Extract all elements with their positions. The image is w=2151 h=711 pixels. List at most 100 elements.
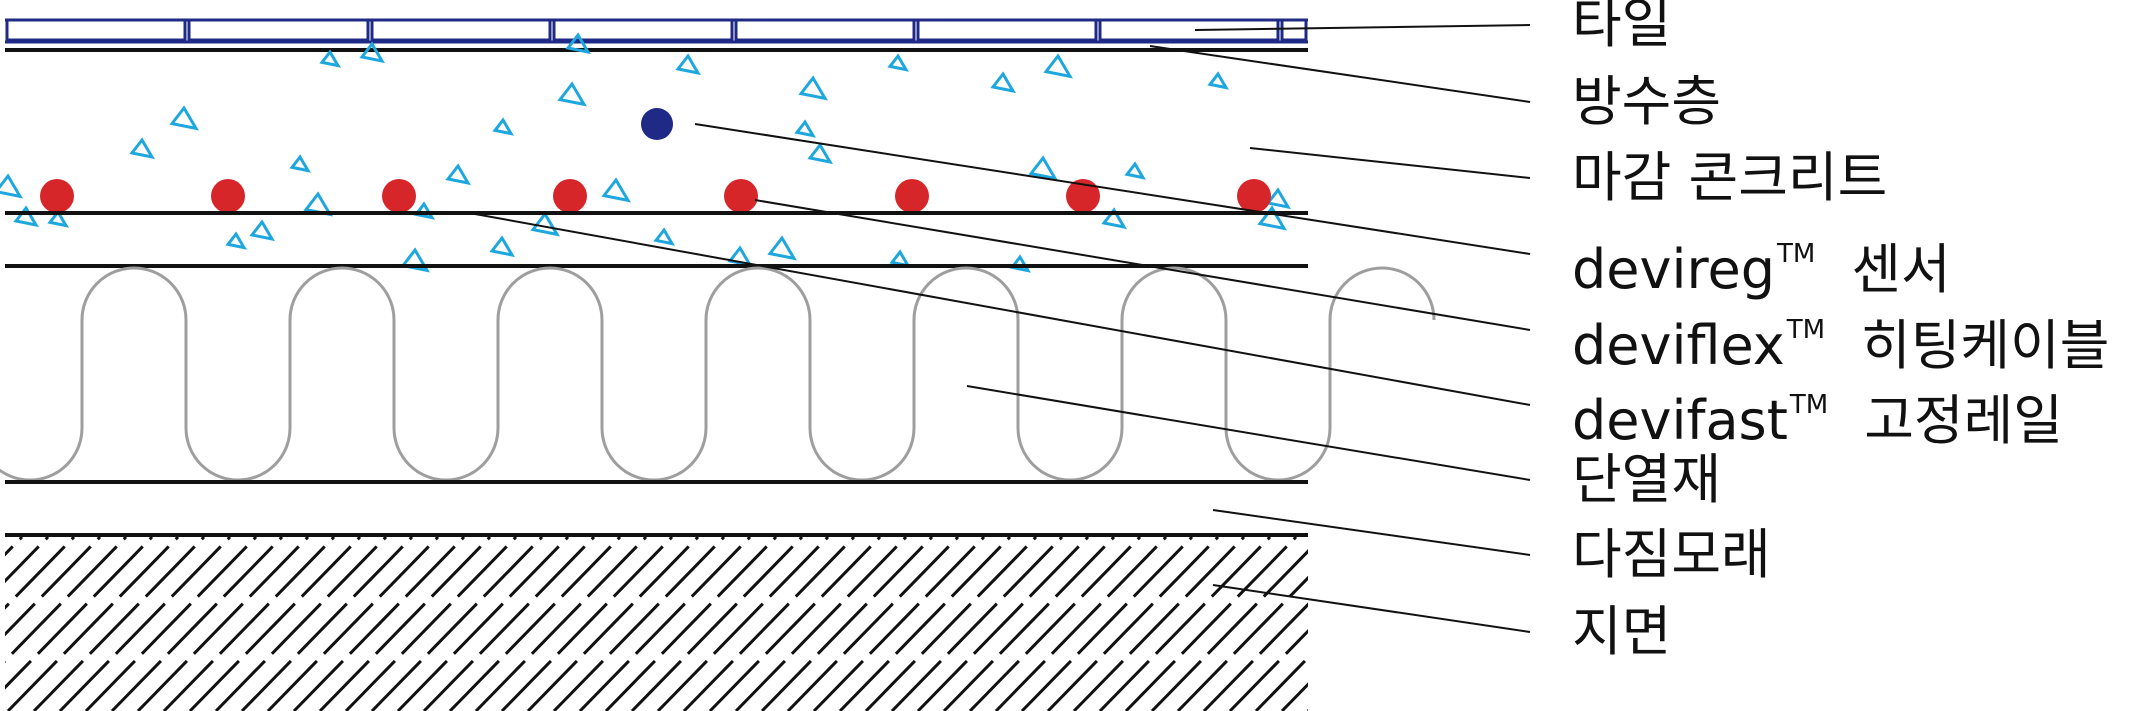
- aggregate-particle: [492, 117, 514, 136]
- leader-sensor: [694, 123, 1531, 255]
- aggregate-particle: [1265, 187, 1291, 210]
- heating-cable-dot: [1066, 179, 1100, 213]
- hatch-line: [1020, 537, 1194, 711]
- hatch-line: [1046, 537, 1220, 711]
- label-ground: 지면: [1572, 600, 1672, 663]
- aggregate-particle: [889, 249, 911, 268]
- hatch-line: [968, 537, 1142, 711]
- sensor-tm: TM: [1776, 239, 1816, 269]
- hatch-line: [344, 537, 518, 711]
- cable-name: 히팅케이블: [1861, 314, 2110, 377]
- hatch-line: [266, 537, 440, 711]
- aggregate-particle: [990, 71, 1016, 94]
- label-insulation: 단열재: [1572, 448, 1722, 511]
- hatch-line: [604, 537, 778, 711]
- aggregate-particle: [653, 227, 675, 246]
- heating-cable-dot: [553, 179, 587, 213]
- hatch-line: [1202, 602, 1308, 711]
- aggregate-particle: [225, 231, 247, 250]
- hatch-line: [942, 537, 1116, 711]
- hatch-line: [5, 537, 128, 663]
- aggregate-particle: [1124, 161, 1146, 180]
- hatch-line: [5, 537, 24, 557]
- tile: [187, 18, 370, 42]
- hatch-line: [318, 537, 492, 711]
- aggregate-particle: [1257, 205, 1287, 231]
- leader-rail: [474, 213, 1531, 406]
- aggregate-particle: [445, 163, 471, 186]
- hatch-line: [838, 537, 1012, 711]
- tile: [1098, 18, 1280, 42]
- aggregate-particle: [1009, 254, 1031, 273]
- hatch-line: [786, 537, 960, 711]
- hatch-line: [474, 537, 648, 711]
- tile: [370, 18, 552, 42]
- hatch-line: [110, 537, 284, 711]
- hatch-line: [1412, 537, 1582, 711]
- aggregate-particle: [727, 245, 753, 268]
- aggregate-particle: [794, 119, 816, 138]
- aggregate-particle: [413, 201, 435, 220]
- hatch-line: [5, 537, 154, 690]
- hatch-line: [656, 537, 830, 711]
- hatch-line: [1176, 575, 1308, 711]
- leader-waterproof: [1149, 45, 1531, 103]
- hatch-line: [1124, 537, 1298, 711]
- aggregate-particle: [1101, 207, 1127, 230]
- hatch-line: [630, 537, 804, 711]
- aggregate-particle: [675, 53, 701, 76]
- heating-cable-dots: [40, 179, 1271, 213]
- aggregate-particle: [47, 209, 69, 228]
- hatch-line: [32, 537, 206, 711]
- aggregate-particle: [0, 173, 23, 199]
- hatch-line: [1228, 629, 1308, 711]
- aggregate-particle: [1207, 71, 1229, 90]
- hatch-line: [162, 537, 336, 711]
- rail-name: 고정레일: [1864, 389, 2063, 452]
- tile: [1280, 18, 1308, 42]
- hatch-line: [1360, 537, 1530, 711]
- hatch-line: [1072, 537, 1246, 711]
- hatch-line: [526, 537, 700, 711]
- aggregate-particle: [601, 177, 631, 203]
- aggregate-particle: [359, 41, 385, 64]
- cable-brand: deviflex: [1572, 314, 1785, 377]
- leader-insulation: [966, 385, 1531, 481]
- hatch-line: [1150, 549, 1308, 711]
- heating-cable-dot: [382, 179, 416, 213]
- aggregate-particle: [557, 81, 587, 107]
- hatch-line: [890, 537, 1064, 711]
- tile: [5, 18, 187, 42]
- hatch-line: [1280, 682, 1308, 711]
- heating-cable-dot: [724, 179, 758, 213]
- sensor-brand: devireg: [1572, 238, 1775, 301]
- hatch-line: [994, 537, 1168, 711]
- leader-tile: [1194, 24, 1531, 31]
- tile: [916, 18, 1098, 42]
- aggregate-particle: [169, 105, 199, 131]
- label-finish-concrete: 마감 콘크리트: [1572, 146, 1888, 209]
- hatch-line: [812, 537, 986, 711]
- hatch-line: [708, 537, 882, 711]
- hatch-line: [760, 537, 934, 711]
- leader-finish-concrete: [1249, 147, 1531, 179]
- leader-sand: [1212, 509, 1531, 556]
- ground-hatch: [5, 537, 1582, 711]
- aggregate-particle: [1043, 53, 1073, 79]
- leader-ground: [1212, 584, 1531, 633]
- aggregate-particle: [798, 75, 828, 101]
- hatch-line: [916, 537, 1090, 711]
- tile: [734, 18, 916, 42]
- hatch-line: [5, 537, 50, 584]
- hatch-line: [578, 537, 752, 711]
- devireg-sensor: [641, 108, 673, 140]
- hatch-line: [84, 537, 258, 711]
- aggregate-particle: [489, 235, 515, 258]
- label-tile: 타일: [1572, 0, 1672, 55]
- label-compacted-sand: 다짐모래: [1572, 523, 1771, 586]
- hatch-line: [1254, 655, 1308, 711]
- heating-cable-dot: [211, 179, 245, 213]
- aggregate-particle: [565, 32, 591, 55]
